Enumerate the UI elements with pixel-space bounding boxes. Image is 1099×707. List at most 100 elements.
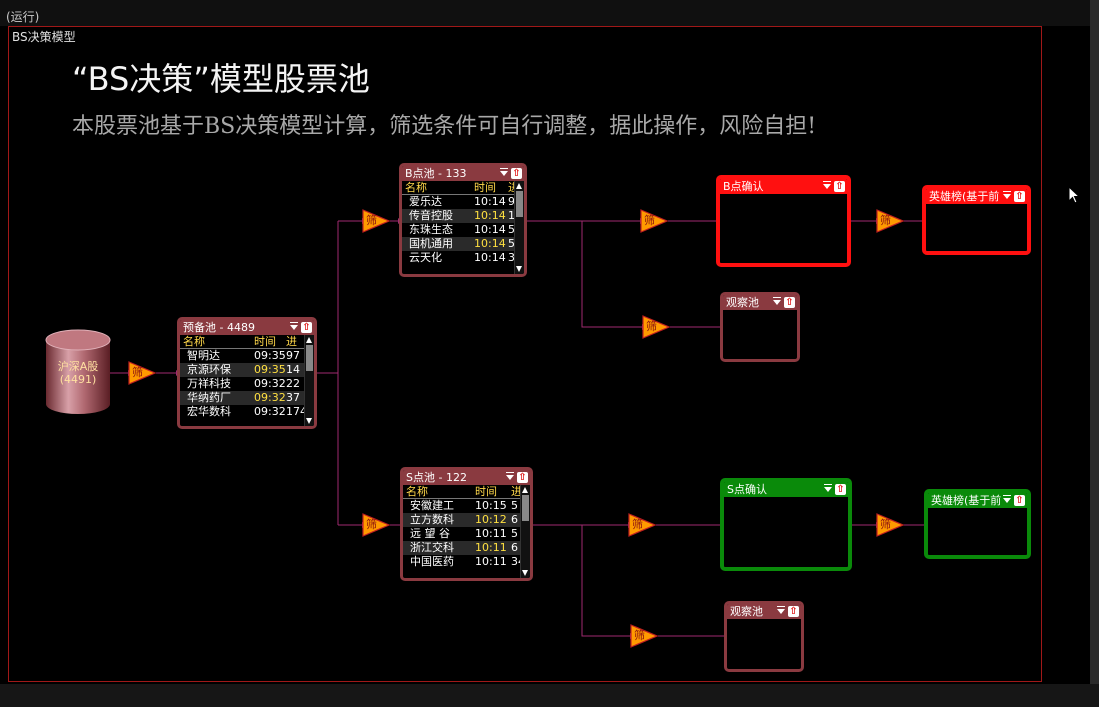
stock-extra: 14 — [286, 363, 300, 376]
stock-name: 爱乐达 — [409, 195, 442, 208]
column-name-header: 名称 — [406, 485, 428, 498]
dropdown-icon[interactable] — [1003, 495, 1011, 503]
stock-time: 10:14 — [474, 195, 506, 208]
filter-node-icon[interactable]: 筛 — [642, 315, 671, 339]
bottom-edge — [0, 684, 1099, 707]
arrow-up-icon[interactable]: ⇧ — [784, 297, 795, 308]
stock-name: 远 望 谷 — [410, 527, 450, 540]
source-label: 沪深A股 (4491) — [44, 360, 112, 386]
s-confirm-header[interactable]: S点确认 ⇧ — [724, 482, 848, 497]
filter-node-icon[interactable]: 筛 — [876, 513, 905, 537]
column-name-header: 名称 — [183, 335, 205, 348]
filter-node-label: 筛 — [634, 629, 645, 642]
filter-node-icon[interactable]: 筛 — [630, 624, 659, 648]
window-edge — [1090, 0, 1099, 707]
stock-time: 10:11 — [475, 541, 507, 554]
stock-time: 10:14 — [474, 223, 506, 236]
filter-node-icon[interactable]: 筛 — [362, 513, 391, 537]
stock-name: 传音控股 — [409, 209, 453, 222]
filter-node-icon[interactable]: 筛 — [128, 361, 157, 385]
stock-time: 10:14 — [474, 237, 506, 250]
dropdown-icon[interactable] — [290, 322, 298, 330]
arrow-up-icon[interactable]: ⇧ — [835, 484, 846, 495]
stock-extra: 37 — [286, 391, 300, 404]
source-database-icon[interactable] — [44, 328, 112, 416]
b-confirm-title: B点确认 — [723, 180, 764, 193]
stock-time: 10:11 — [475, 555, 507, 568]
b-confirm-header[interactable]: B点确认 ⇧ — [720, 179, 847, 194]
s-watch-header[interactable]: 观察池 ⇧ — [727, 604, 801, 619]
dropdown-icon[interactable] — [824, 484, 832, 492]
stock-name: 宏华数科 — [187, 405, 231, 418]
reserve-pool-header[interactable]: 预备池 - 4489 ⇧ — [180, 320, 314, 335]
dropdown-icon[interactable] — [1003, 191, 1011, 199]
stock-extra: 6 — [511, 541, 518, 554]
dropdown-icon[interactable] — [500, 168, 508, 176]
filter-node-icon[interactable]: 筛 — [876, 209, 905, 233]
title-bar — [0, 0, 1099, 26]
reserve-scrollbar[interactable] — [304, 335, 314, 426]
wire-reserve-split — [316, 221, 339, 525]
stock-time: 09:35 — [254, 349, 286, 362]
s-pool-header[interactable]: S点池 - 122 ⇧ — [403, 470, 530, 485]
arrow-up-icon[interactable]: ⇧ — [517, 472, 528, 483]
arrow-up-icon[interactable]: ⇧ — [834, 181, 845, 192]
filter-node-icon[interactable]: 筛 — [628, 513, 657, 537]
source-count: (4491) — [59, 373, 97, 386]
dropdown-icon[interactable] — [773, 297, 781, 305]
arrow-up-icon[interactable]: ⇧ — [511, 168, 522, 179]
stock-time: 10:15 — [475, 499, 507, 512]
dropdown-icon[interactable] — [777, 606, 785, 614]
filter-node-label: 筛 — [880, 214, 891, 227]
arrow-up-icon[interactable]: ⇧ — [301, 322, 312, 333]
b-pool-panel[interactable]: B点池 - 133 ⇧ 名称时间进爱乐达10:149传音控股10:1410东珠生… — [399, 163, 527, 277]
arrow-up-icon[interactable]: ⇧ — [1014, 495, 1025, 506]
filter-node-icon[interactable]: 筛 — [640, 209, 669, 233]
b-watch-header[interactable]: 观察池 ⇧ — [723, 295, 797, 310]
filter-node-icon[interactable]: 筛 — [362, 209, 391, 233]
s-confirm-panel[interactable]: S点确认 ⇧ — [720, 478, 852, 571]
filter-node-label: 筛 — [632, 518, 643, 531]
stock-name: 安徽建工 — [410, 499, 454, 512]
stock-name: 东珠生态 — [409, 223, 453, 236]
b-confirm-panel[interactable]: B点确认 ⇧ — [716, 175, 851, 267]
stock-time: 10:11 — [475, 527, 507, 540]
arrow-up-icon[interactable]: ⇧ — [1014, 191, 1025, 202]
dropdown-icon[interactable] — [823, 181, 831, 189]
column-time-header: 时间 — [254, 335, 276, 348]
stock-name: 国机通用 — [409, 237, 453, 250]
b-hero-panel[interactable]: 英雄榜(基于前 ⇧ — [922, 185, 1031, 255]
stock-extra: 3 — [508, 251, 515, 264]
s-hero-panel[interactable]: 英雄榜(基于前 ⇧ — [924, 489, 1031, 559]
b-pool-header[interactable]: B点池 - 133 ⇧ — [402, 166, 524, 181]
b-watch-panel[interactable]: 观察池 ⇧ — [720, 292, 800, 362]
b-hero-header[interactable]: 英雄榜(基于前 ⇧ — [926, 189, 1027, 204]
s-pool-scrollbar[interactable] — [520, 485, 530, 578]
b-pool-scrollbar[interactable] — [514, 181, 524, 274]
dropdown-icon[interactable] — [506, 472, 514, 480]
wire-b-to-watch — [581, 221, 642, 328]
s-hero-header[interactable]: 英雄榜(基于前 ⇧ — [928, 493, 1027, 508]
s-watch-panel[interactable]: 观察池 ⇧ — [724, 601, 804, 672]
stock-time: 10:14 — [474, 251, 506, 264]
b-pool-title: B点池 - 133 — [405, 167, 467, 180]
filter-node-label: 筛 — [646, 320, 657, 333]
arrow-up-icon[interactable]: ⇧ — [788, 606, 799, 617]
